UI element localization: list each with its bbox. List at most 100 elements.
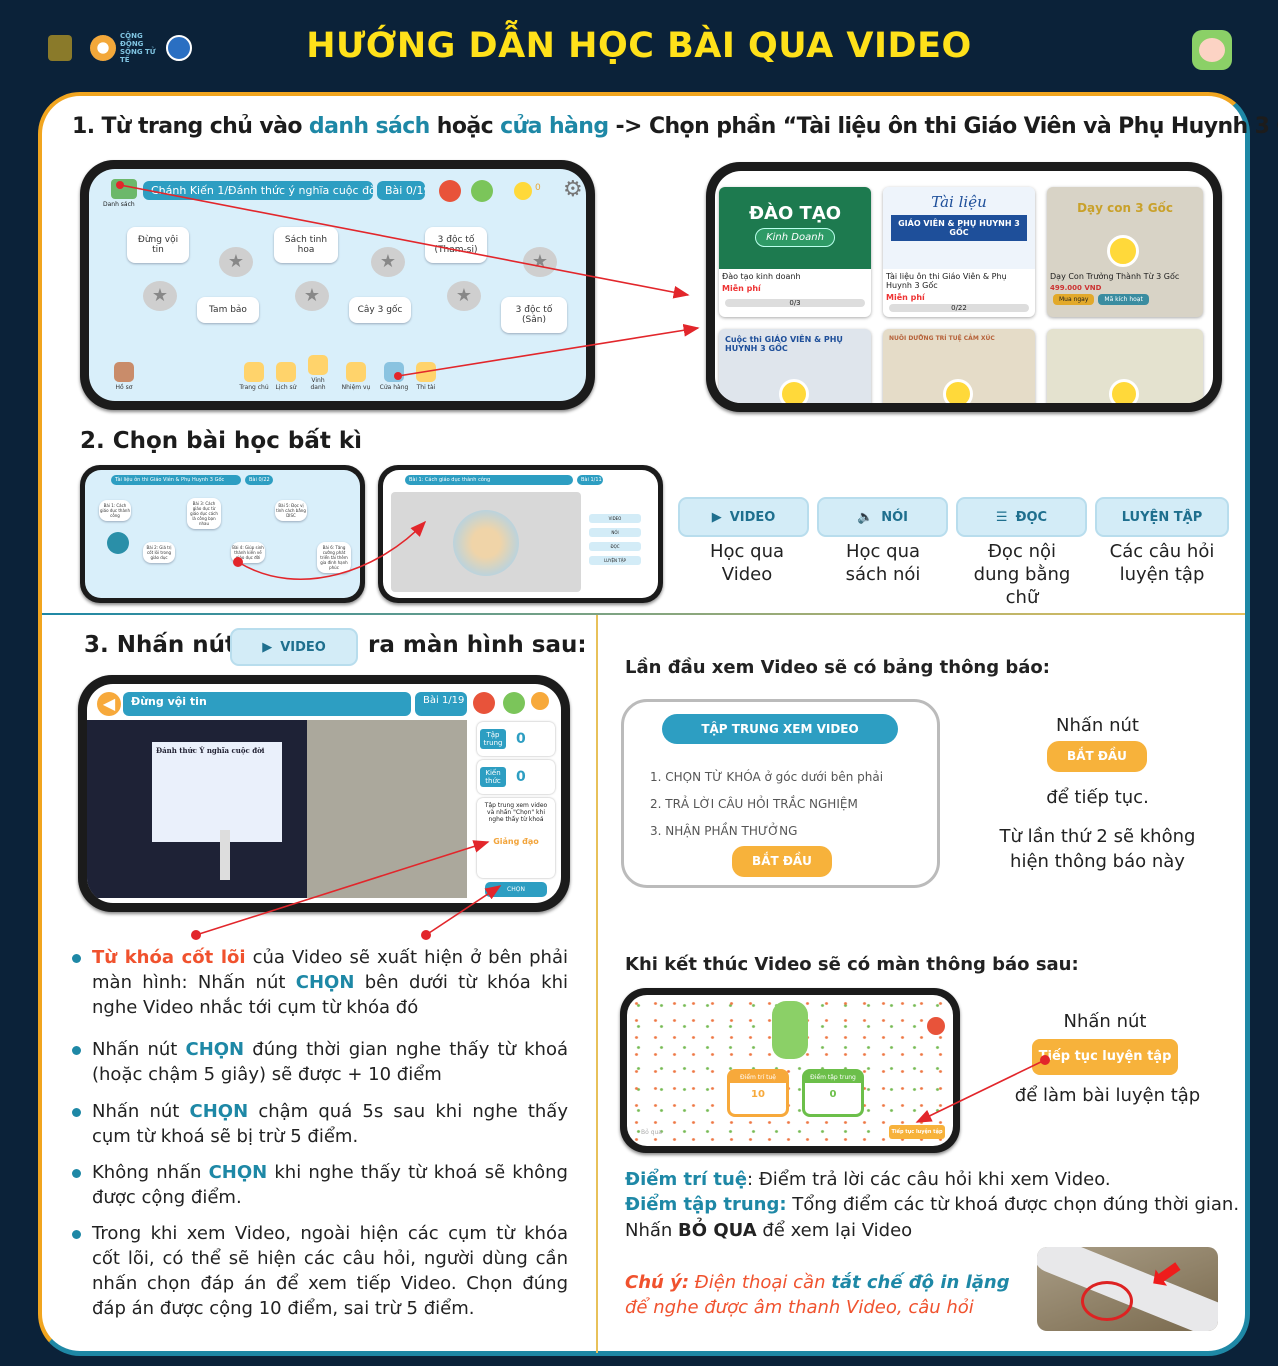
continue-practice-sample: Tiếp tục luyện tập	[1032, 1039, 1178, 1075]
lesson-title: Bài 1: Cách giáo dục thành công	[405, 475, 573, 485]
list-icon[interactable]	[111, 179, 137, 199]
back-arrow-icon[interactable]: ◀	[97, 692, 121, 716]
lesson-bubble[interactable]: Bài 2: Giá trị cốt lõi trong giáo dục	[143, 542, 175, 563]
video-player[interactable]: Đánh thức Ý nghĩa cuộc đời	[87, 720, 467, 898]
dialog-title: TẬP TRUNG XEM VIDEO	[662, 714, 898, 744]
pencil-icon[interactable]	[927, 1017, 945, 1035]
star-node-icon[interactable]: ★	[295, 281, 329, 311]
lesson-bubble[interactable]: Bài 6: Tăng cường phát triển tài thêm gi…	[317, 542, 351, 573]
lesson-count: Bài 1/19	[415, 692, 467, 716]
lesson-bubble[interactable]: 3 độc tố (Tham-si)	[425, 227, 487, 263]
column-divider	[596, 615, 598, 1353]
lesson-bubble[interactable]: Cây 3 gốc	[349, 297, 411, 323]
skip-instruction: Nhấn BỎ QUA để xem lại Video	[625, 1220, 913, 1241]
lesson-list-phone: Tài liệu ôn thi Giáo Viên & Phụ Huynh 3 …	[80, 465, 365, 603]
video-button[interactable]: ▶VIDEO	[230, 628, 358, 666]
bullet-item: Trong khi xem Video, ngoài hiện các cụm …	[72, 1223, 568, 1319]
current-lesson-node[interactable]	[107, 532, 129, 554]
lesson-bubble[interactable]: Bài 3: Cách giáo dục từ giáo dục cách là…	[187, 498, 221, 529]
press-label: Nhấn nút	[1063, 1011, 1147, 1032]
lesson-title: Đừng vội tin	[123, 692, 411, 716]
speak-mode-desc: Học qua sách nói	[845, 541, 921, 585]
lesson-count: Bài 0/19	[377, 181, 425, 200]
buy-now-button[interactable]: Mua ngay	[1053, 294, 1095, 305]
nav-home[interactable]: Trang chủ	[239, 362, 269, 391]
product-card-locked[interactable]: NUÔI DƯỠNG TRÍ TUỆ CẢM XÚC	[883, 329, 1035, 403]
product-card-locked[interactable]	[1047, 329, 1203, 403]
pencil-icon[interactable]	[439, 180, 461, 202]
video-mode-button[interactable]: ▶VIDEO	[678, 497, 809, 537]
avatar[interactable]	[503, 692, 525, 714]
speaker-icon: 🔈	[857, 509, 874, 525]
gear-icon[interactable]: ⚙	[563, 177, 583, 202]
star-node-icon[interactable]: ★	[371, 247, 405, 277]
lesson-list-screen: Tài liệu ôn thi Giáo Viên & Phụ Huynh 3 …	[85, 470, 360, 598]
lesson-detail-phone: Bài 1: Cách giáo dục thành công Bài 1/11…	[378, 465, 663, 603]
nav-honor[interactable]: Vinh danh	[303, 355, 333, 391]
read-mode-button[interactable]: ☰ĐỌC	[956, 497, 1087, 537]
activation-code-button[interactable]: Mã kích hoạt	[1098, 294, 1149, 305]
product-card-locked[interactable]: Dạy con 3 Gốc Dạy Con Trưởng Thành Từ 3 …	[1047, 187, 1203, 317]
star-node-icon[interactable]: ★	[219, 247, 253, 277]
start-button-sample: BẮT ĐẦU	[1047, 741, 1147, 772]
continue-label: để tiếp tục.	[1046, 787, 1149, 808]
store-link[interactable]: cửa hàng	[500, 114, 609, 139]
star-node-icon[interactable]: ★	[523, 247, 557, 277]
nav-missions[interactable]: Nhiệm vụ	[341, 362, 371, 391]
product-card[interactable]: Tài liệu GIÁO VIÊN & PHỤ HUYNH 3 GỐC Tài…	[883, 187, 1035, 317]
nav-compete[interactable]: Thi tài	[411, 362, 441, 391]
lesson-bubble[interactable]: Tam bảo	[197, 297, 259, 323]
menu-icon[interactable]	[531, 692, 549, 710]
start-button[interactable]: BẮT ĐẦU	[732, 846, 832, 877]
song-tu-te-logo	[90, 35, 116, 61]
speak-mode-button[interactable]: 🔈NÓI	[817, 497, 948, 537]
video-mode-desc: Học qua Video	[709, 541, 785, 585]
lesson-bubble[interactable]: Sách tinh hoa	[274, 227, 338, 263]
product-card[interactable]: ĐÀO TẠO Kinh Doanh Đào tạo kinh doanh Mi…	[719, 187, 871, 317]
lesson-bubble[interactable]: Đừng vội tin	[127, 227, 189, 263]
speak-mini-button[interactable]: NÓI	[589, 528, 641, 537]
list-link[interactable]: danh sách	[308, 114, 430, 139]
section3-heading-suffix: ra màn hình sau:	[368, 632, 587, 658]
pencil-icon[interactable]	[473, 692, 495, 714]
video-mini-button[interactable]: VIDEO	[589, 514, 641, 523]
practice-mini-button[interactable]: LUYỆN TẬP	[589, 556, 641, 565]
star-node-icon[interactable]: ★	[447, 281, 481, 311]
nav-history[interactable]: Lịch sử	[271, 362, 301, 391]
lotus-icon	[453, 510, 519, 576]
lesson-bubble[interactable]: Bài 5: Đọc vị tính cách bằng DISC	[275, 500, 307, 521]
lock-icon	[1107, 235, 1139, 267]
bach-khoa-logo	[48, 35, 72, 61]
nav-profile[interactable]: Hồ sơ	[109, 362, 139, 391]
lesson-count: Bài 1/11	[577, 475, 603, 485]
read-mini-button[interactable]: ĐỌC	[589, 542, 641, 551]
practice-mode-desc: Các câu hỏi luyện tập	[1109, 541, 1215, 585]
lesson-bubble[interactable]: 3 độc tố (Sân)	[501, 297, 567, 333]
store-screen: ĐÀO TẠO Kinh Doanh Đào tạo kinh doanh Mi…	[715, 171, 1213, 403]
practice-mode-button[interactable]: LUYỆN TẬP	[1095, 497, 1229, 537]
lock-icon	[779, 379, 809, 403]
star-node-icon[interactable]: ★	[143, 281, 177, 311]
video-placeholder	[391, 492, 581, 592]
product-card-locked[interactable]: Cuộc thi GIÁO VIÊN & PHỤ HUYNH 3 GỐC	[719, 329, 871, 403]
skip-button[interactable]: Bỏ qua	[641, 1129, 662, 1136]
keyword: Giảng đạo	[493, 837, 539, 846]
lesson-bubble[interactable]: Bài 4: Giúp sinh thành kiến về giáo dục …	[231, 542, 265, 563]
course-title: Chánh Kiến 1/Đánh thức ý nghĩa cuộc đời	[143, 181, 373, 200]
video-screen: ◀ Đừng vội tin Bài 1/19 Đánh thức Ý nghĩ…	[87, 684, 561, 903]
lesson-bubble[interactable]: Bài 1: Cách giáo dục thành công	[99, 500, 131, 521]
lock-icon	[943, 379, 973, 403]
avatar[interactable]	[471, 180, 493, 202]
section-divider	[42, 613, 1245, 615]
choose-button[interactable]: CHỌN	[485, 882, 547, 897]
song-tu-te-text: CỘNG ĐỒNG SỐNG TỬ TẾ	[120, 32, 156, 64]
nav-store[interactable]: Cửa hàng	[379, 362, 409, 391]
continue-practice-button[interactable]: Tiếp tục luyện tập	[889, 1125, 945, 1139]
focus-dialog: TẬP TRUNG XEM VIDEO 1. CHỌN TỪ KHÓA ở gó…	[621, 699, 940, 888]
play-icon: ▶	[262, 639, 273, 655]
dialog-steps: 1. CHỌN TỪ KHÓA ở góc dưới bên phải 2. T…	[650, 770, 884, 838]
